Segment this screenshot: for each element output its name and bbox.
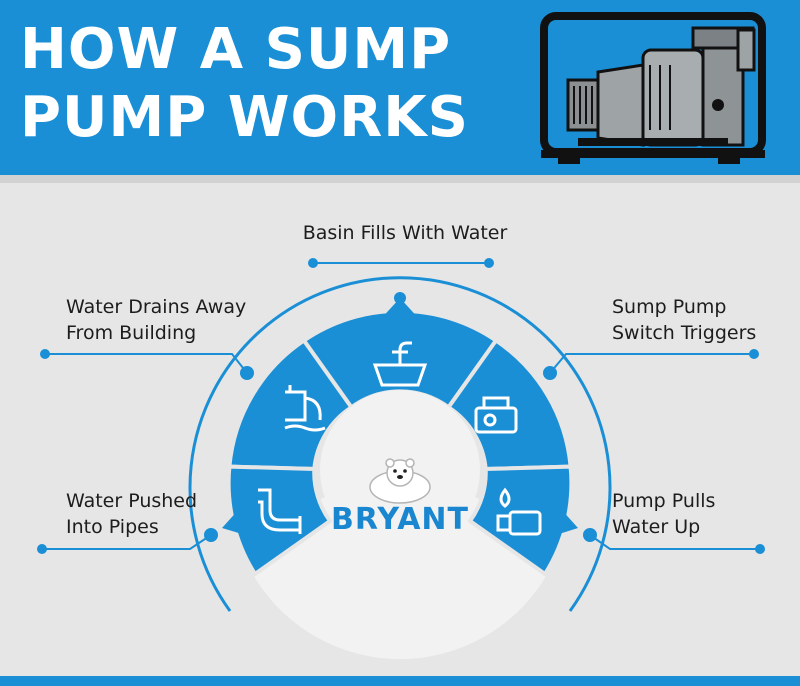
- sump-pump-icon: [474, 396, 518, 434]
- step-label-basin-fills: Basin Fills With Water: [302, 222, 508, 244]
- polar-bear-logo-icon: [369, 458, 431, 504]
- header-banner: HOW A SUMP PUMP WORKS: [0, 0, 800, 175]
- label-line: From Building: [66, 322, 197, 344]
- header-shadow-band: [0, 175, 800, 183]
- brand-logo: BRYANT: [331, 445, 469, 537]
- step-label-pushed-into-pipes: Water Pushed Into Pipes: [66, 488, 266, 540]
- page-title-line-2: PUMP WORKS: [20, 85, 470, 150]
- label-line: Water Up: [612, 516, 701, 538]
- label-line: Sump Pump: [612, 296, 727, 318]
- sink-icon: [372, 341, 428, 387]
- pipe-icon: [258, 488, 302, 534]
- drain-pipe-icon: [284, 385, 326, 432]
- label-line: Switch Triggers: [612, 322, 757, 344]
- label-line: Water Pushed: [66, 490, 198, 512]
- connector-top-right: [543, 349, 759, 380]
- segment-pump-up: [467, 464, 574, 577]
- step-label-switch-triggers: Sump Pump Switch Triggers: [612, 294, 792, 346]
- connector-top-node: [394, 292, 406, 304]
- arrow-tip-right: [540, 508, 578, 540]
- brand-name: BRYANT: [331, 502, 469, 537]
- connector-top: [308, 258, 494, 268]
- step-label-pump-pulls-up: Pump Pulls Water Up: [612, 488, 792, 540]
- label-line: Water Drains Away: [66, 296, 247, 318]
- outer-ring-arc: [188, 276, 612, 612]
- label-line: Into Pipes: [66, 516, 159, 538]
- label-line: Pump Pulls: [612, 490, 716, 512]
- sump-pump-illustration-icon: [540, 12, 766, 164]
- arrow-tip-left: [222, 508, 262, 540]
- connector-bottom-right: [583, 528, 765, 554]
- arrow-tip-top: [368, 298, 432, 333]
- page-title-line-1: HOW A SUMP: [20, 17, 452, 82]
- footer-bar: [0, 676, 800, 686]
- connector-top-left: [40, 349, 254, 380]
- connector-bottom-left: [37, 528, 218, 554]
- pump-motor-icon: [496, 487, 542, 536]
- step-label-water-drains: Water Drains Away From Building: [66, 294, 266, 346]
